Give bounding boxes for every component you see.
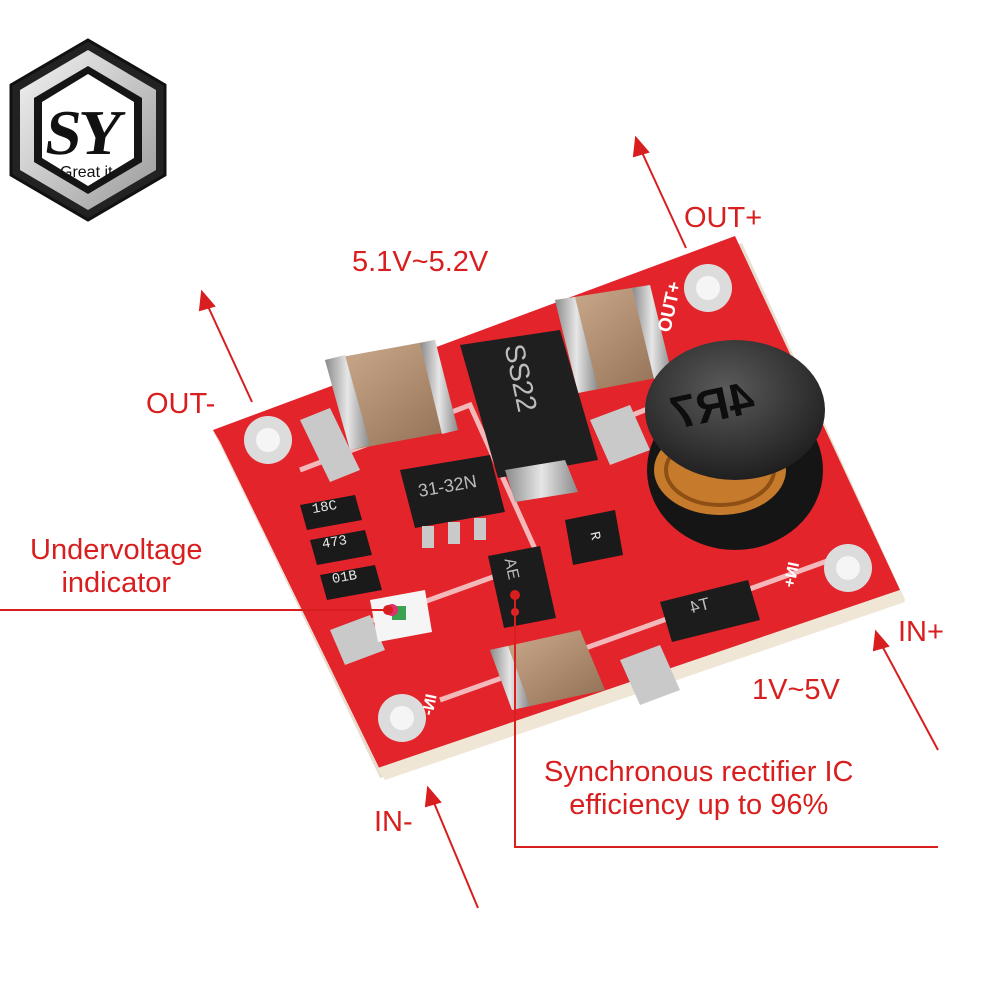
capacitor-bottom	[490, 630, 605, 710]
diode-ss22	[460, 330, 598, 502]
label-out-plus: OUT+	[684, 202, 763, 234]
logo-tagline: Great it	[60, 164, 113, 181]
undervoltage-line-2: indicator	[61, 567, 172, 600]
undervoltage-line-1: Undervoltage	[30, 534, 203, 566]
label-synchronous-rectifier: Synchronous rectifier IC efficiency up t…	[544, 756, 853, 823]
annotation-lines	[0, 135, 939, 909]
ic-sot-31-32n	[400, 455, 505, 548]
label-in-plus: IN+	[898, 616, 944, 648]
label-in-minus: IN-	[374, 806, 413, 838]
label-undervoltage-indicator: Undervoltage indicator	[30, 534, 203, 601]
rectifier-line-2: efficiency up to 96%	[569, 789, 829, 822]
label-output-voltage: 5.1V~5.2V	[352, 246, 489, 278]
ic-synchronous-rectifier	[488, 546, 556, 628]
brand-logo	[9, 38, 167, 222]
label-input-voltage: 1V~5V	[752, 674, 840, 706]
capacitor-top-left	[325, 340, 458, 450]
logo-mark: SY	[41, 97, 125, 168]
resistor-array	[300, 495, 623, 600]
inductor	[645, 340, 825, 550]
rectifier-line-1: Synchronous rectifier IC	[544, 756, 854, 788]
capacitor-top-right	[555, 285, 672, 393]
label-out-minus: OUT-	[146, 388, 216, 420]
transistor-t4	[660, 580, 760, 642]
